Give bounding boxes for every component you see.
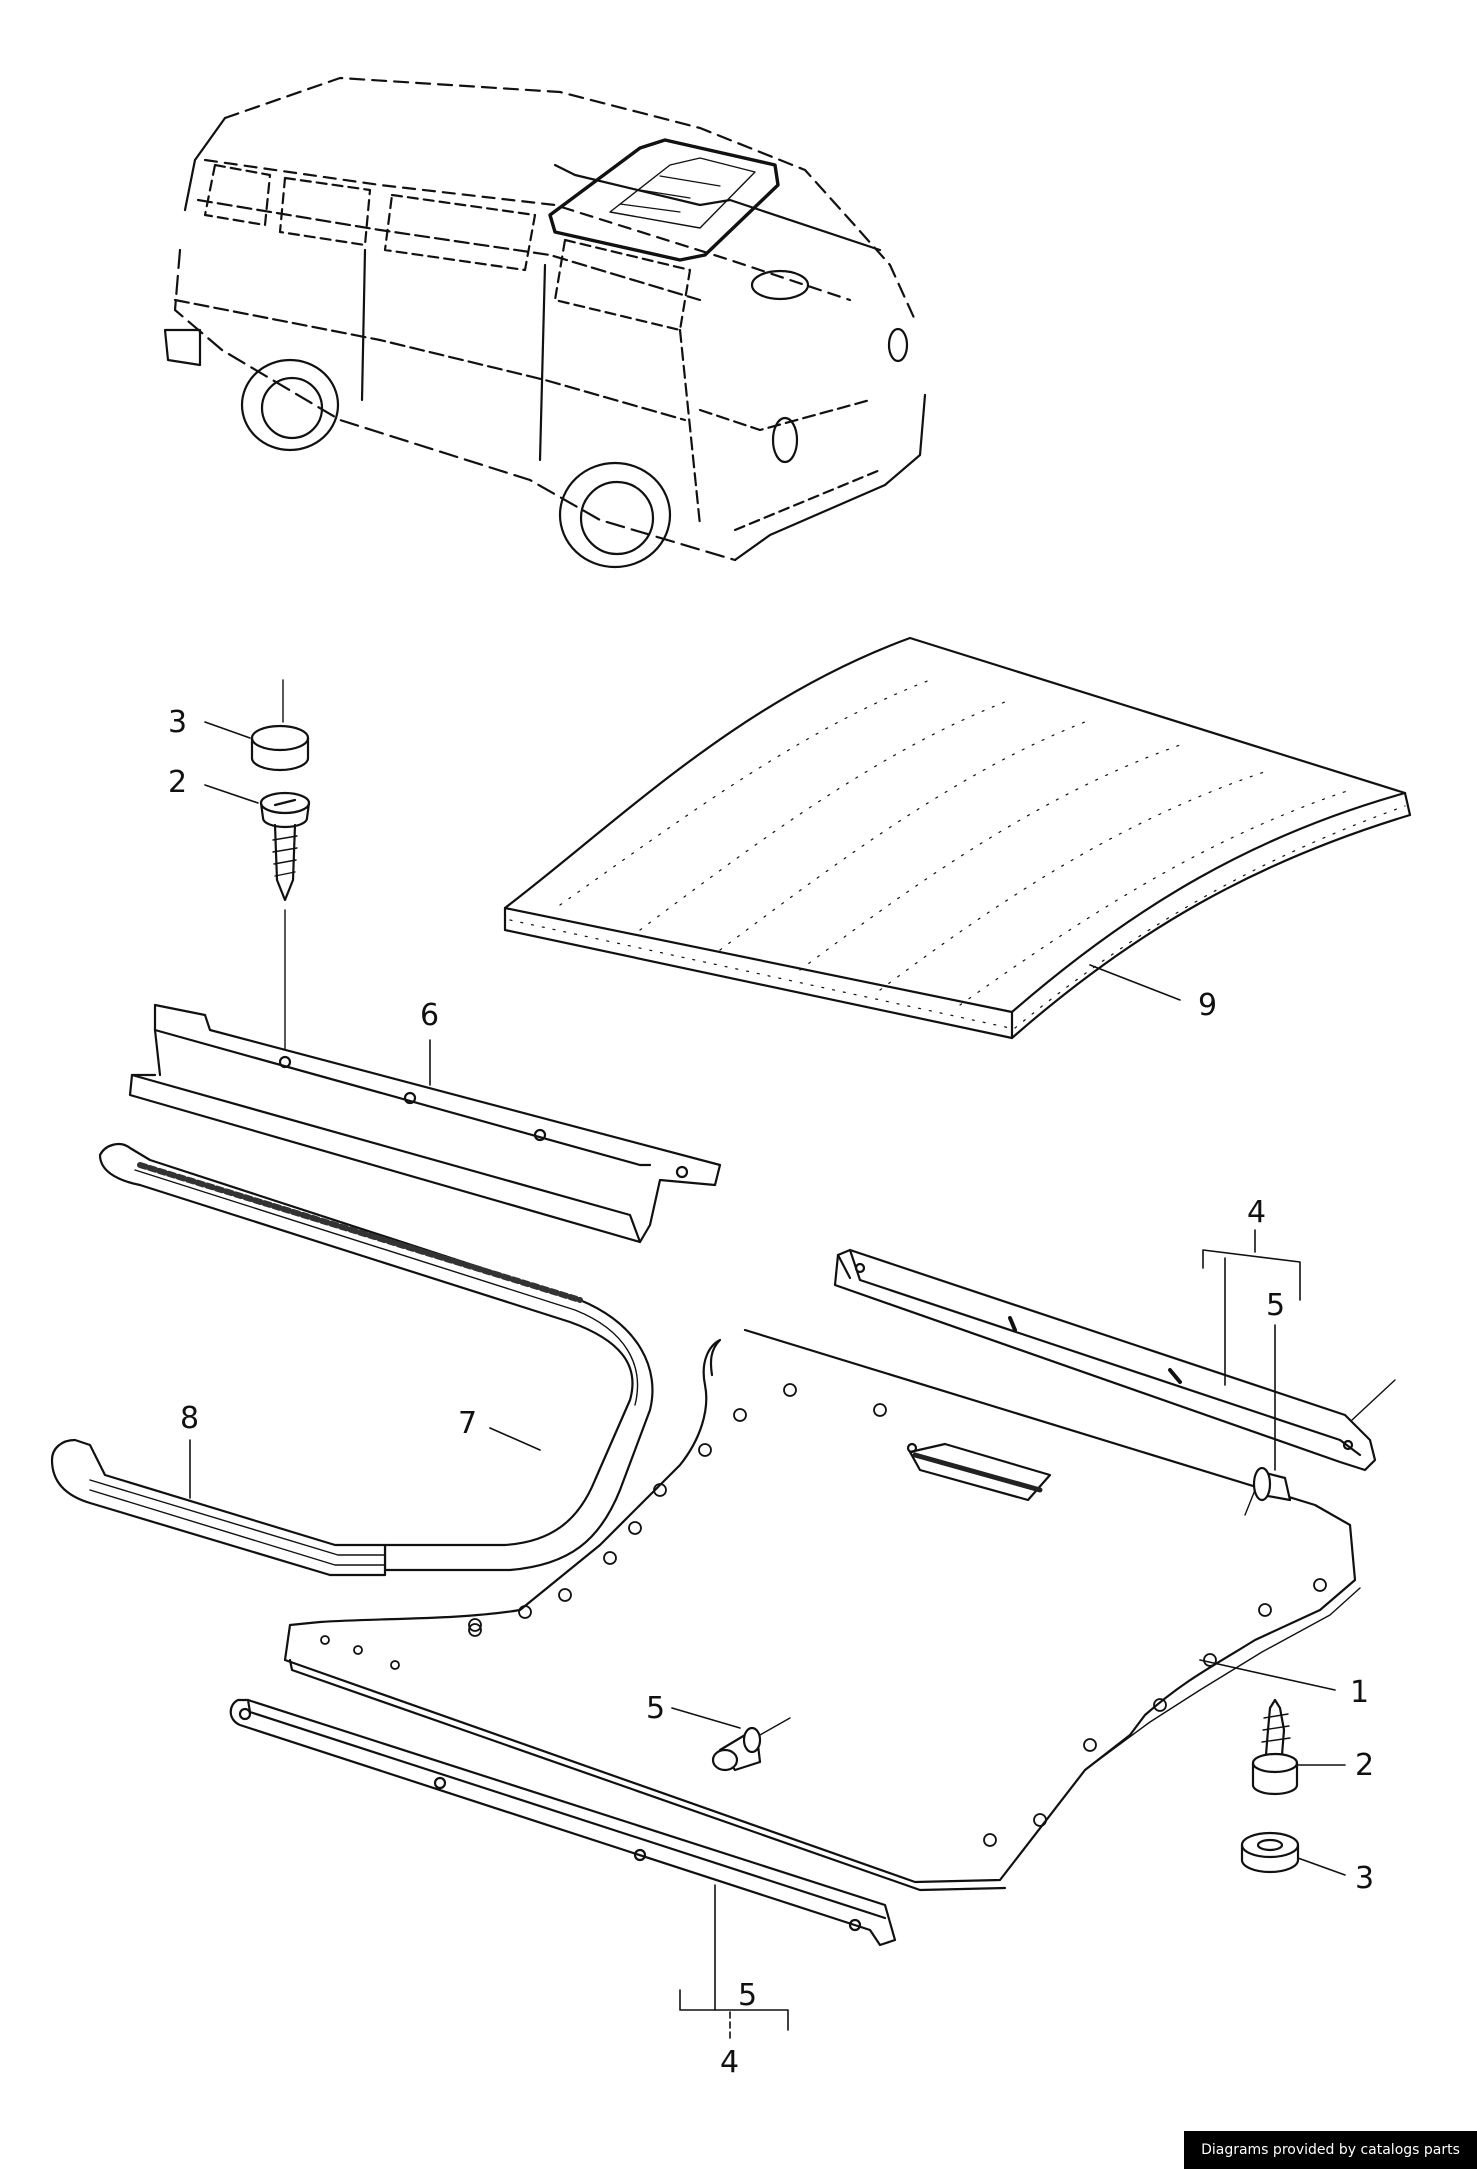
callout-3-top: 3 [168, 705, 187, 740]
callout-6: 6 [420, 998, 439, 1033]
callout-2-top: 2 [168, 765, 187, 800]
callout-5-right: 5 [1266, 1288, 1285, 1323]
part-8-seal [50, 1438, 387, 1577]
callout-8: 8 [180, 1401, 199, 1436]
leader-9 [1089, 964, 1181, 1001]
bracket-4-right [1202, 1249, 1301, 1301]
callout-2-bottom: 2 [1355, 1748, 1374, 1783]
part-6-rail [128, 1003, 722, 1244]
part-3-cap-top [250, 724, 310, 772]
part-9-headliner-panel [503, 636, 1412, 1040]
leader-3-bottom [1297, 1857, 1346, 1876]
leader-2-top [204, 784, 259, 804]
part-4-rail-bottom [229, 1698, 897, 1947]
leader-3-top [204, 721, 251, 739]
bracket-4-bottom [679, 1989, 789, 2031]
part-3-cap-bottom [1240, 1831, 1300, 1874]
part-5-rivet-right [1244, 1466, 1292, 1516]
part-2-screw-top [259, 791, 311, 902]
callout-9: 9 [1198, 988, 1217, 1023]
callout-5-middle: 5 [646, 1691, 665, 1726]
part-2-screw-bottom [1251, 1698, 1299, 1796]
leader-1 [1199, 1659, 1336, 1691]
leader-7 [489, 1427, 541, 1451]
part-5-rivet-middle [711, 1717, 791, 1772]
part-1-main-panel [283, 1328, 1361, 1892]
callout-4-right: 4 [1247, 1195, 1266, 1230]
callout-1: 1 [1350, 1675, 1369, 1710]
part-7-seal [98, 1142, 654, 1572]
leader-5-middle [671, 1707, 741, 1729]
callout-3-bottom: 3 [1355, 1861, 1374, 1896]
van-illustration [163, 76, 927, 569]
credit-footer: Diagrams provided by catalogs parts [1184, 2131, 1477, 2169]
part-4-rail-right [833, 1248, 1396, 1472]
callout-5-bottom: 5 [738, 1978, 757, 2013]
callout-7: 7 [458, 1406, 477, 1441]
callout-4-bottom: 4 [720, 2045, 739, 2080]
